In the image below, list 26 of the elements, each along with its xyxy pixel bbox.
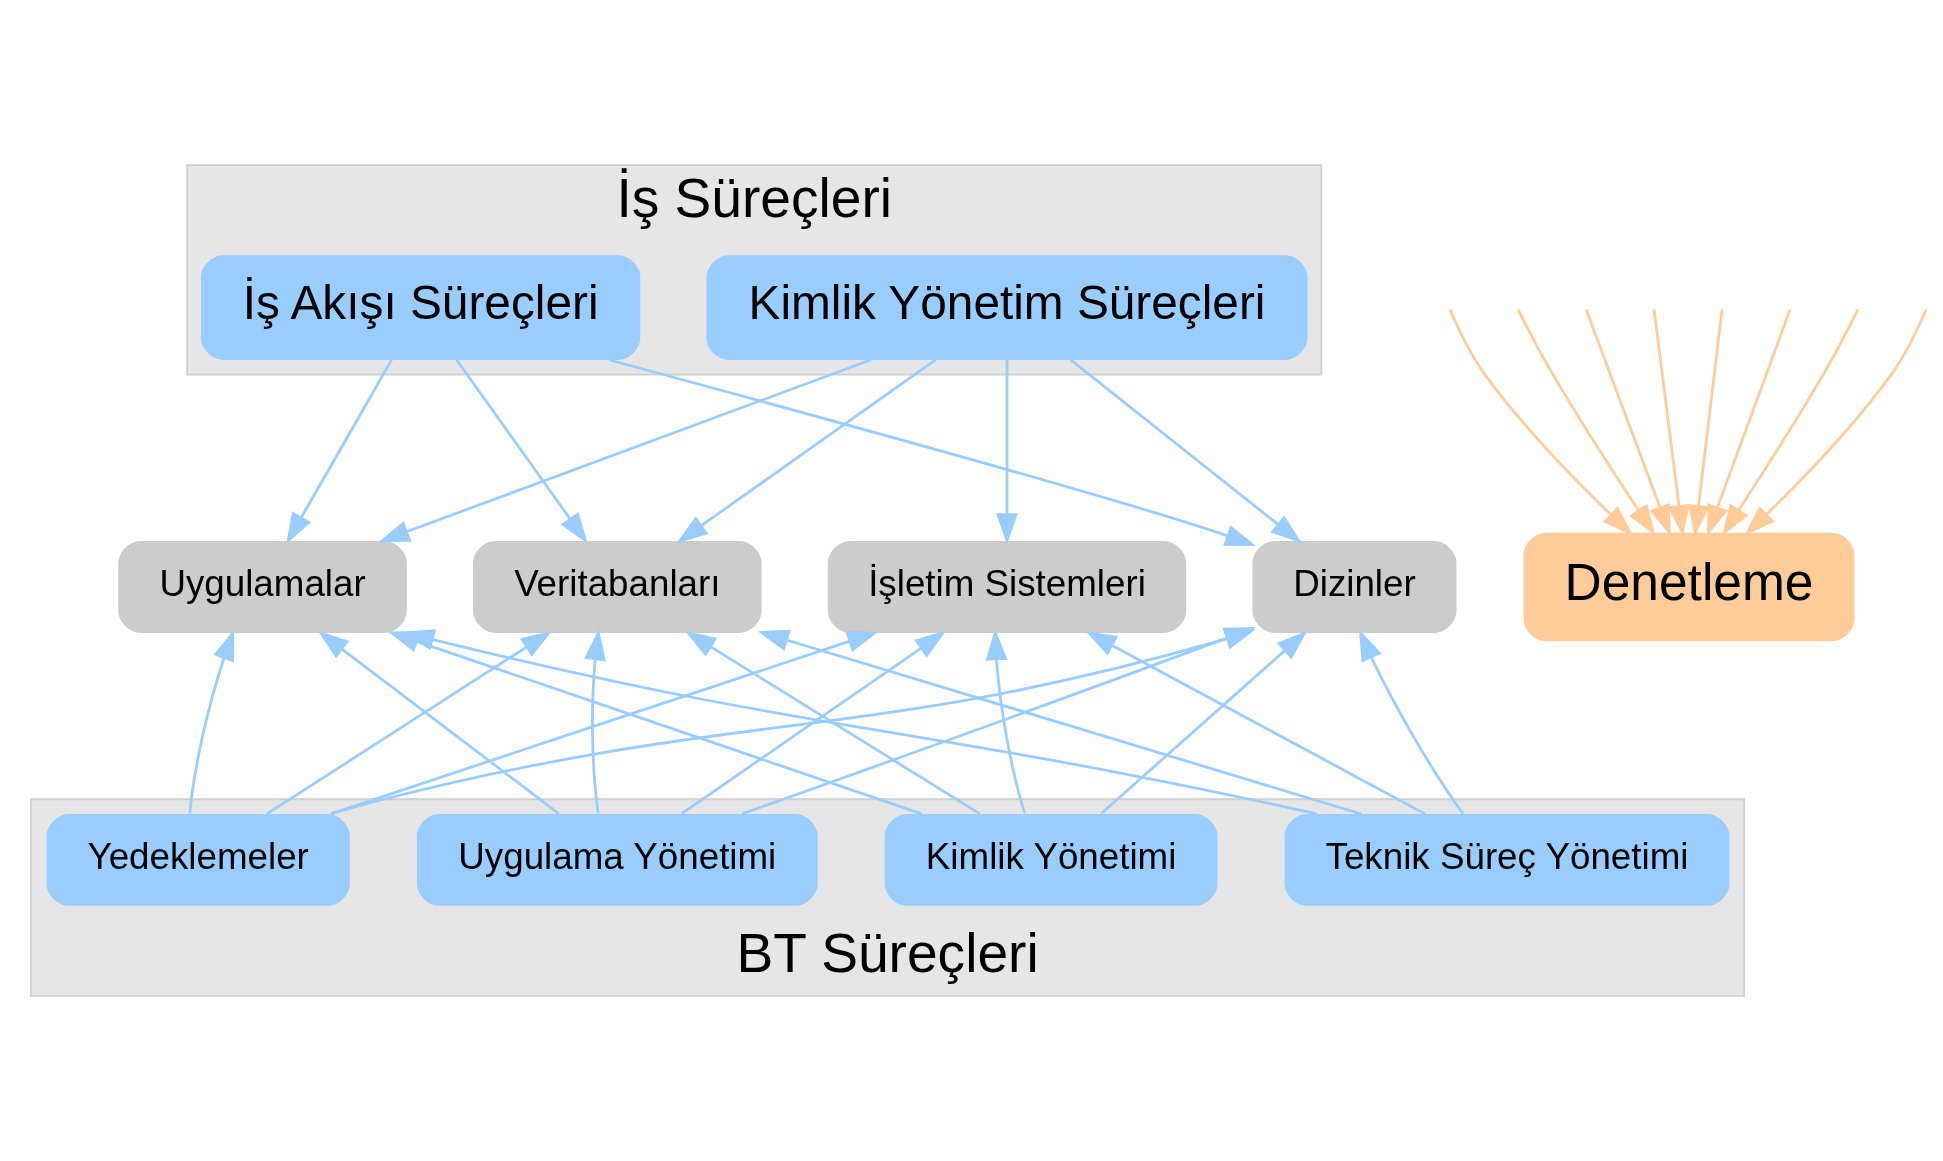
arrow <box>188 629 235 814</box>
node-box: İşletim Sistemleri <box>827 541 1187 633</box>
node-box: Yedeklemeler <box>46 813 350 906</box>
node-box: Uygulamalar <box>118 541 407 633</box>
arrow <box>1358 629 1464 815</box>
node-box: Teknik Süreç Yönetimi <box>1284 813 1730 906</box>
node-box: İş Akışı Süreçleri <box>200 255 641 360</box>
arrow <box>676 358 937 544</box>
node-box: Veritabanları <box>473 541 762 633</box>
node-box: Denetleme <box>1523 532 1855 642</box>
node-box: Kimlik Yönetimi <box>884 813 1218 906</box>
arrow <box>1448 308 1633 536</box>
arrow <box>584 629 606 814</box>
arrow <box>455 359 588 544</box>
arrow <box>985 629 1027 814</box>
arrow <box>1516 308 1656 536</box>
arrow <box>1744 308 1928 536</box>
arrow <box>286 359 393 544</box>
node-box: Kimlik Yönetim Süreçleri <box>706 255 1308 360</box>
arrow <box>996 359 1018 545</box>
arrow <box>1069 358 1302 544</box>
arrow <box>378 358 871 543</box>
arrow <box>609 358 1257 546</box>
arrow <box>1722 308 1860 536</box>
node-box: Dizinler <box>1252 541 1457 633</box>
node-box: Uygulama Yönetimi <box>416 813 818 906</box>
